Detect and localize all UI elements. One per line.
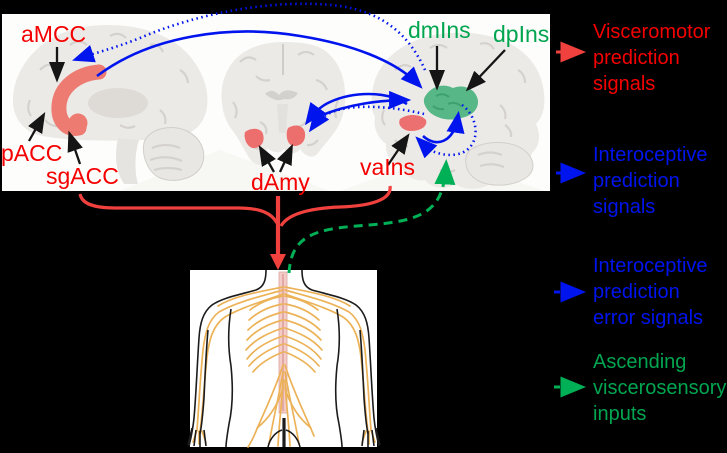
peripheral-nerves xyxy=(192,286,376,448)
damy-pointer-right xyxy=(276,143,293,173)
visceromotor-arrowhead xyxy=(270,254,286,270)
vains-descending-curve xyxy=(279,185,392,227)
legend-arrows xyxy=(554,41,586,398)
region-acc-highlight xyxy=(51,64,107,136)
vains-pointer xyxy=(387,133,410,166)
brain-coronal-middle xyxy=(221,42,346,166)
brain-sagittal-left xyxy=(12,25,208,184)
label-pointer-arrows xyxy=(27,46,506,173)
sgacc-descending-curve xyxy=(78,193,279,224)
visceromotor-arrows xyxy=(78,185,392,270)
damy-pointer-left xyxy=(258,144,276,173)
human-body-nervous-system xyxy=(187,269,381,448)
region-vains-highlight xyxy=(399,114,427,131)
body-outline xyxy=(187,269,381,448)
sgacc-pointer xyxy=(67,130,83,165)
ascending-viscerosensory-arrow xyxy=(287,159,456,274)
acc-to-dmins-arrow xyxy=(96,30,423,89)
region-damy-highlight xyxy=(244,125,306,149)
pacc-pointer xyxy=(27,111,46,142)
dpins-pointer xyxy=(465,49,506,92)
